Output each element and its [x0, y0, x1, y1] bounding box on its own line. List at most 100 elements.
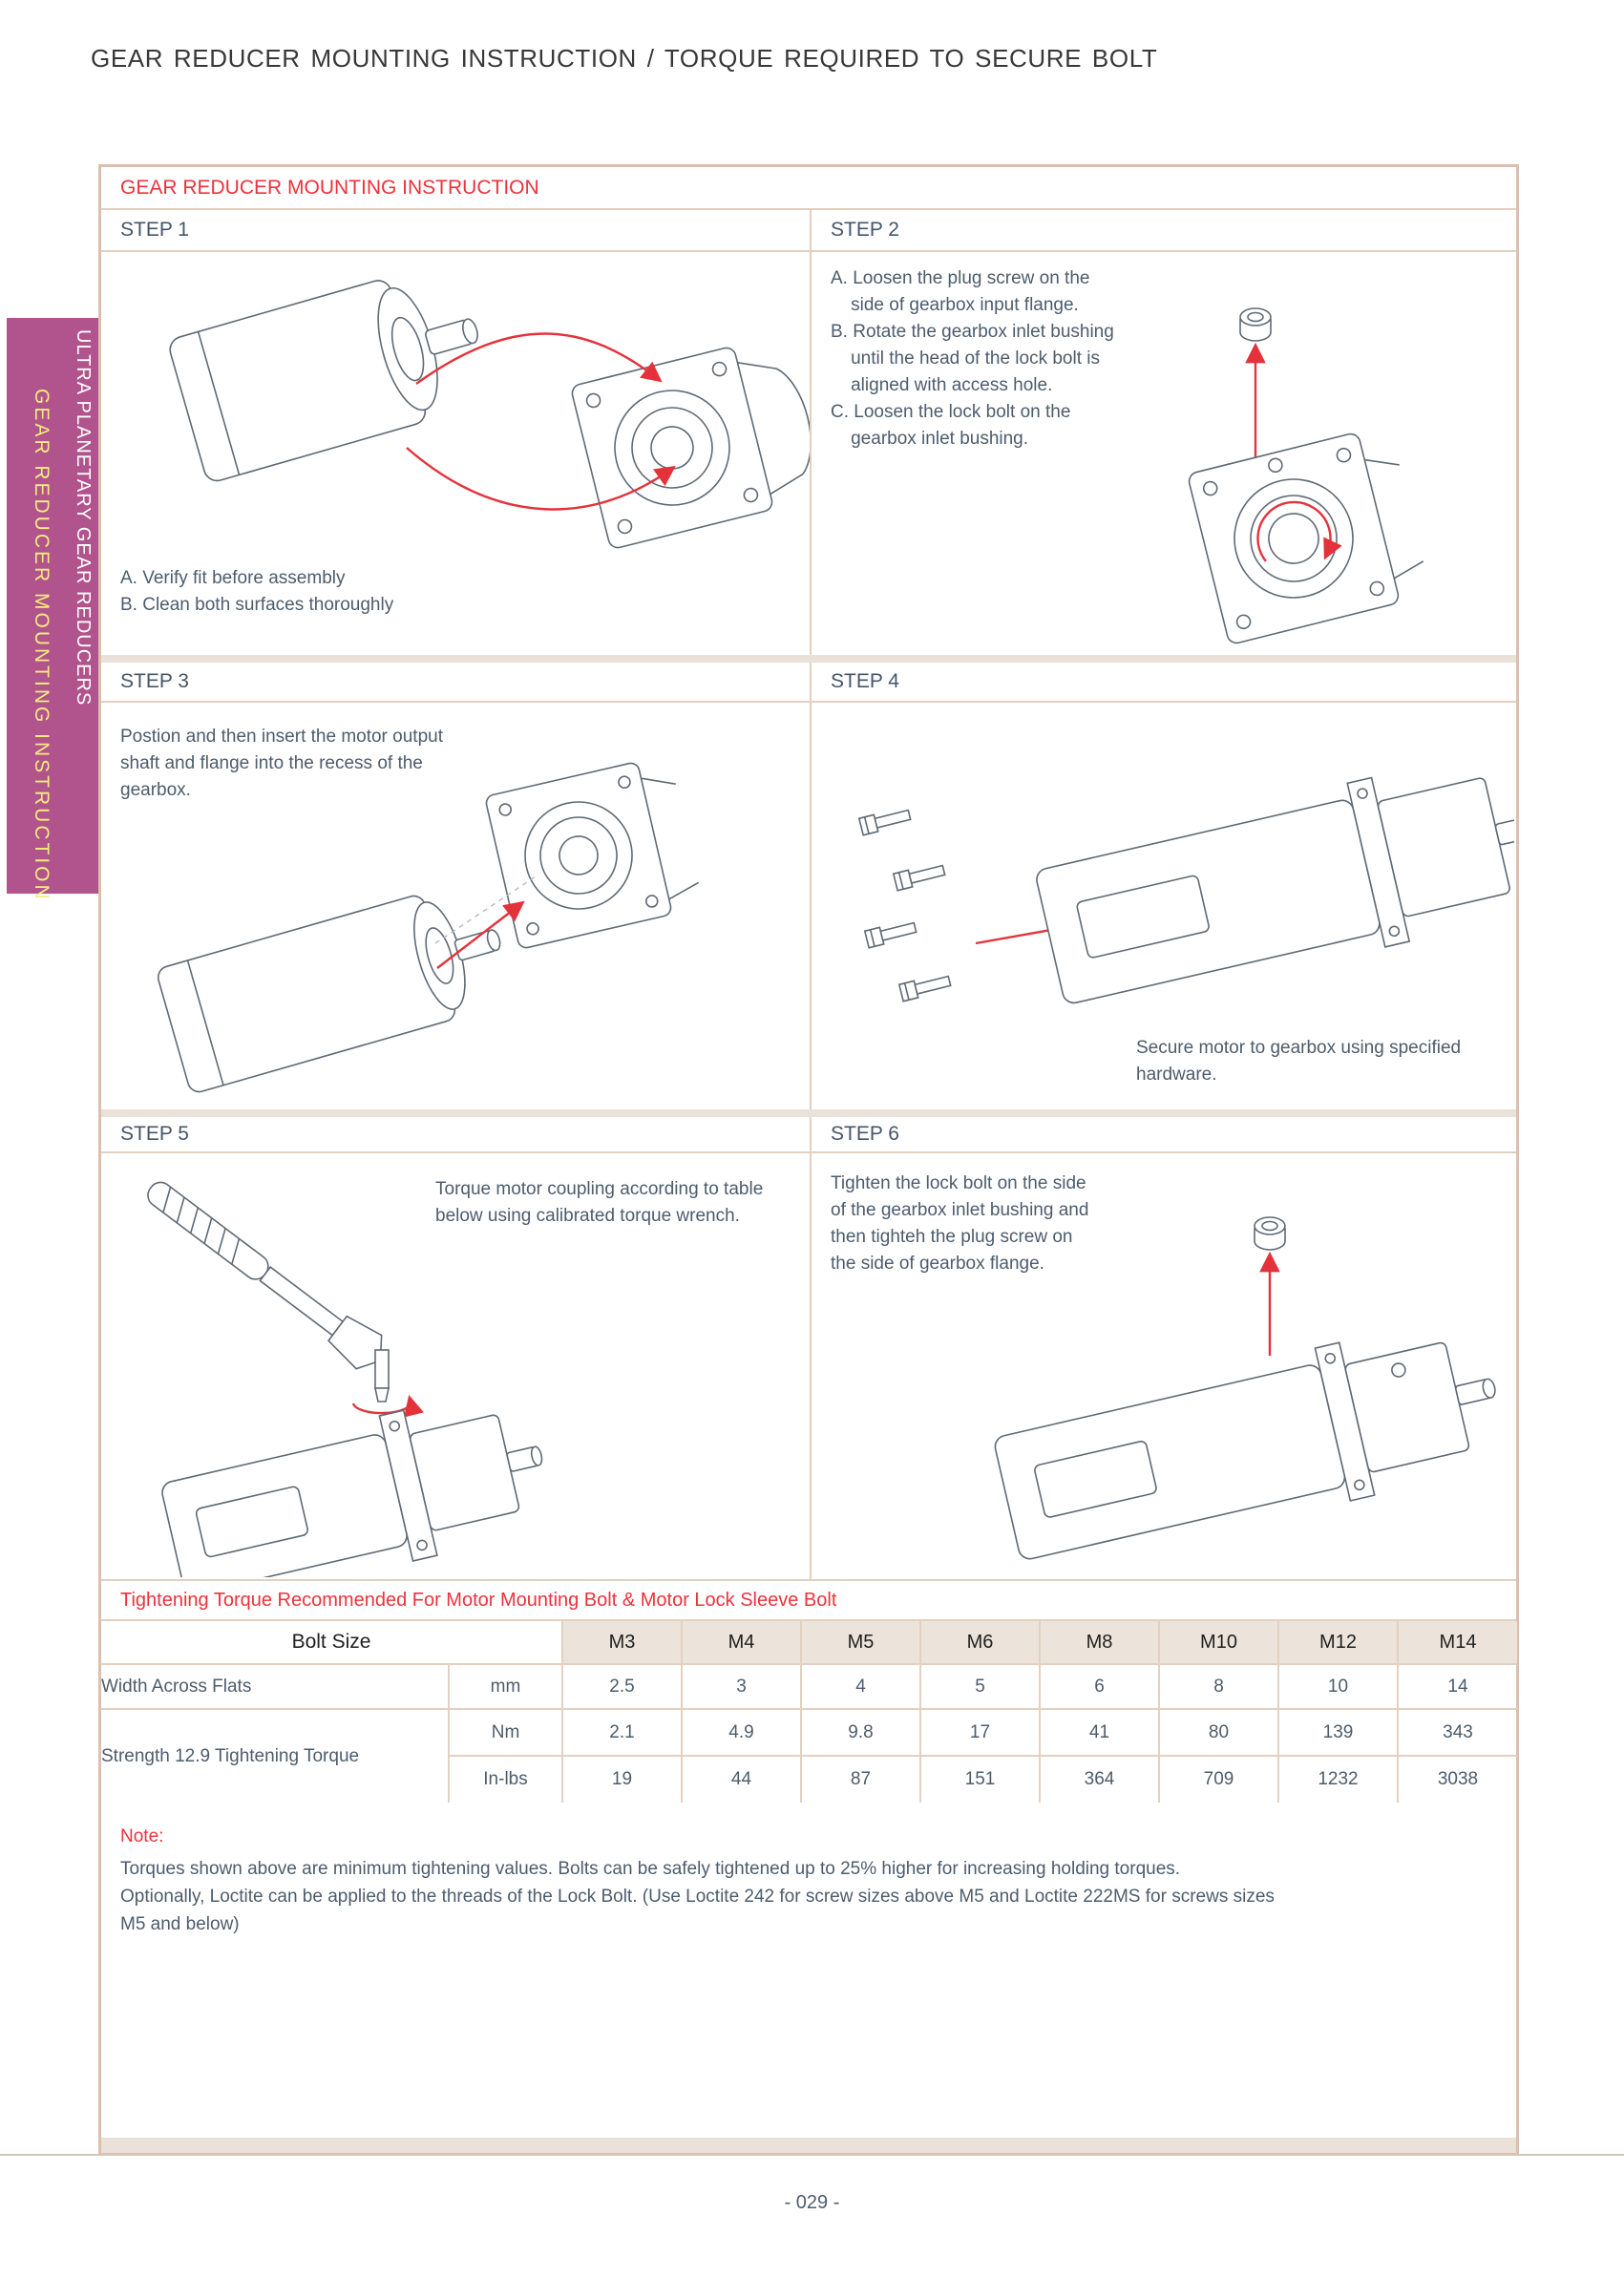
step1-caption: A. Verify fit before assembly B. Clean b…: [120, 568, 394, 615]
inlbs-m10: 709: [1158, 1755, 1279, 1803]
side-tab: ULTRA PLANETARY GEAR REDUCERS GEAR REDUC…: [7, 318, 99, 902]
waf-m4: 3: [681, 1663, 802, 1710]
table-header-row: Bolt Size M3 M4 M5 M6 M8 M10 M12 M14: [100, 1620, 1518, 1665]
strength-row-label: Strength 12.9 Tightening Torque: [100, 1708, 450, 1803]
size-col-m14: M14: [1397, 1620, 1518, 1665]
inlbs-m8: 364: [1039, 1755, 1160, 1803]
step6-cell: Tighten the lock bolt on the side of the…: [812, 1153, 1516, 1579]
plug-screw-drawing: [1239, 307, 1272, 342]
step-label-row-2: STEP 3 STEP 4: [101, 663, 1516, 703]
waf-m8: 6: [1039, 1663, 1160, 1710]
inlbs-m5: 87: [800, 1755, 921, 1803]
assembly-drawing: [161, 1409, 543, 1577]
assembly-drawing: [994, 1341, 1496, 1560]
rotate-arrow-icon: [1256, 500, 1342, 562]
step-label-row-3: STEP 5 STEP 6: [101, 1117, 1516, 1153]
nm-m6: 17: [919, 1708, 1041, 1757]
insert-arrow-icon: [436, 900, 525, 969]
size-col-m5: M5: [800, 1620, 921, 1665]
step6-illustration: [994, 1216, 1496, 1560]
step6-caption: Tighten the lock bolt on the side of the…: [831, 1173, 1089, 1274]
note-label: Note:: [120, 1826, 164, 1846]
step3-cell: Postion and then insert the motor output…: [101, 703, 812, 1109]
size-col-m12: M12: [1277, 1620, 1399, 1665]
tightening-torque-inlbs-row: In-lbs 19 44 87 151 364 709 1232 3038: [101, 1755, 1518, 1803]
nm-m14: 343: [1397, 1708, 1518, 1757]
side-tab-section-label: GEAR REDUCER MOUNTING INSTRUCTION: [31, 389, 53, 902]
assembly-drawing: [1036, 776, 1514, 1004]
nm-m8: 41: [1039, 1708, 1160, 1757]
waf-m5: 4: [800, 1663, 921, 1710]
nm-m10: 80: [1158, 1708, 1279, 1757]
motor-drawing: [157, 895, 501, 1093]
size-col-m6: M6: [919, 1620, 1041, 1665]
page-title: GEAR REDUCER MOUNTING INSTRUCTION / TORQ…: [91, 44, 1158, 73]
nm-m12: 139: [1277, 1708, 1399, 1757]
nm-m3: 2.1: [561, 1708, 683, 1757]
inlbs-m14: 3038: [1397, 1755, 1518, 1803]
width-across-flats-row: Width Across Flats mm 2.5 3 4 5 6 8 10 1…: [100, 1663, 1518, 1710]
step-content-row-3: Torque motor coupling according to table…: [101, 1153, 1516, 1581]
plug-screw-drawing: [1254, 1216, 1286, 1251]
step-content-row-2: Postion and then insert the motor output…: [101, 703, 1516, 1109]
motor-drawing: [169, 280, 478, 482]
step3-label: STEP 3: [101, 663, 812, 701]
nm-m5: 9.8: [800, 1708, 921, 1757]
step1-label: STEP 1: [101, 210, 812, 250]
row-unit: mm: [448, 1663, 563, 1710]
gearbox-drawing: [571, 347, 810, 549]
side-tab-series-label: ULTRA PLANETARY GEAR REDUCERS: [73, 329, 94, 707]
step5-label: STEP 5: [101, 1117, 812, 1151]
section-separator: [101, 655, 1516, 663]
page-number: - 029 -: [784, 2192, 840, 2213]
inlbs-m3: 19: [561, 1755, 683, 1803]
step5-cell: Torque motor coupling according to table…: [101, 1153, 812, 1579]
torque-rotate-arrow-icon: [351, 1395, 424, 1418]
bolt-size-header: Bolt Size: [100, 1620, 563, 1665]
step3-illustration: [157, 762, 700, 1093]
row-unit: In-lbs: [448, 1755, 563, 1803]
panel-header: GEAR REDUCER MOUNTING INSTRUCTION: [101, 167, 1516, 210]
instruction-panel: GEAR REDUCER MOUNTING INSTRUCTION STEP 1…: [98, 164, 1519, 2156]
tightening-torque-nm-row: Strength 12.9 Tightening Torque Nm 2.1 4…: [100, 1708, 1518, 1803]
mounting-bolts-drawing: [857, 809, 952, 1002]
step4-cell: Secure motor to gearbox using specified …: [812, 703, 1516, 1109]
gearbox-drawing: [485, 762, 700, 949]
inlbs-m4: 44: [681, 1755, 802, 1803]
step4-caption: Secure motor to gearbox using specified …: [1136, 1038, 1462, 1085]
step6-label: STEP 6: [831, 1123, 899, 1145]
size-col-m8: M8: [1039, 1620, 1160, 1665]
size-col-m10: M10: [1158, 1620, 1279, 1665]
step3-caption: Postion and then insert the motor output…: [120, 727, 443, 800]
step2-cell: A. Loosen the plug screw on the side of …: [812, 252, 1516, 655]
waf-m3: 2.5: [561, 1663, 683, 1710]
step4-illustration: [857, 776, 1514, 1004]
bottom-rule: [0, 2154, 1624, 2156]
step1-cell: A. Verify fit before assembly B. Clean b…: [101, 252, 812, 655]
size-col-m4: M4: [681, 1620, 802, 1665]
step2-label: STEP 2: [831, 219, 899, 241]
waf-m14: 14: [1397, 1663, 1518, 1710]
panel-footer-band: [101, 2138, 1516, 2153]
inlbs-m12: 1232: [1277, 1755, 1399, 1803]
step-content-row-1: A. Verify fit before assembly B. Clean b…: [101, 252, 1516, 655]
size-col-m3: M3: [561, 1620, 683, 1665]
step2-caption: A. Loosen the plug screw on the side of …: [831, 268, 1114, 449]
step-label-row-1: STEP 1 STEP 2: [101, 210, 1516, 252]
step1-illustration: [169, 280, 810, 549]
alignment-arrows-icon: [406, 332, 676, 511]
torque-table-title: Tightening Torque Recommended For Motor …: [101, 1581, 1516, 1621]
note-block: Note: Torques shown above are minimum ti…: [120, 1826, 1497, 1938]
waf-m10: 8: [1158, 1663, 1279, 1710]
row-unit: Nm: [448, 1708, 563, 1757]
torque-table: Bolt Size M3 M4 M5 M6 M8 M10 M12 M14 Wid…: [100, 1620, 1518, 1803]
torque-wrench-drawing: [147, 1181, 390, 1403]
inlbs-m6: 151: [919, 1755, 1041, 1803]
gearbox-drawing: [1188, 432, 1424, 644]
section-separator: [101, 1109, 1516, 1117]
waf-m12: 10: [1277, 1663, 1399, 1710]
note-text: Torques shown above are minimum tighteni…: [120, 1859, 1275, 1934]
nm-m4: 4.9: [681, 1708, 802, 1757]
step4-label: STEP 4: [831, 670, 899, 692]
